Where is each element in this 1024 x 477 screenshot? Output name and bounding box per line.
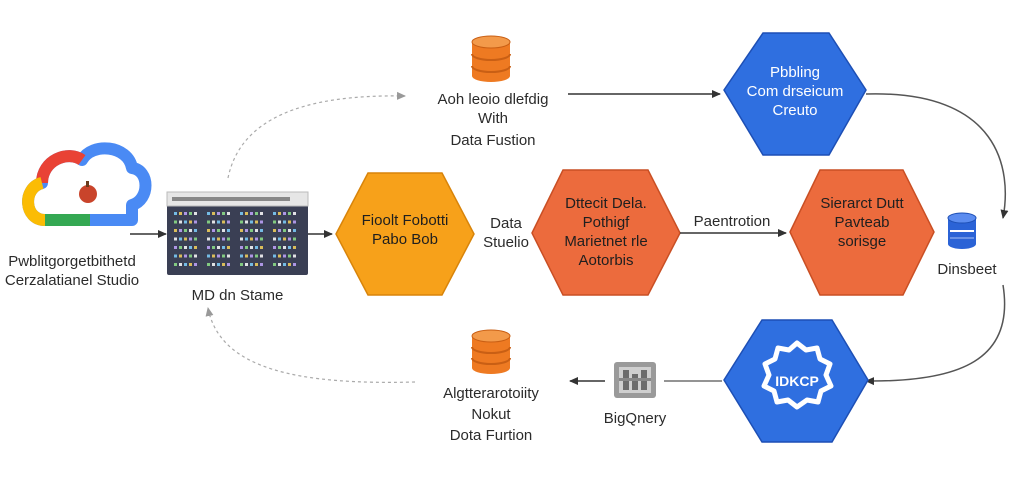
right-hex-line2: Pavteab [834,214,890,231]
bigquery-label: BigQnery [603,410,667,427]
alt-fusion-label: Algtterarotoiity Nokut Dota Furtion [416,384,566,445]
center-hex-line3: Marietnet rle [564,233,648,250]
orange-hex-line2: Pabo Bob [372,231,438,248]
publish-label-line3: Creuto [772,102,818,119]
source-label-line2: Cerzalatianel Studio [4,272,140,289]
database-icon-right [947,212,977,249]
right-hex-line3: sorisge [837,233,887,250]
md-storage-label: MD dn Stame [191,287,284,304]
center-hex-line1: Dttecit Dela. [565,195,647,212]
orange-hex-label: Fioolt Fobotti Pabo Bob [336,211,474,249]
dashed-arc-bottom [205,307,416,383]
publish-hexagon [723,32,867,156]
orange-hexagon [335,172,475,296]
publish-label-line1: Pbbling [769,64,821,81]
arrow-publish-to-database [865,93,1009,219]
right-hex-line1: Sierarct Dutt [820,195,904,212]
publish-label-line2: Com drseicum [746,83,844,100]
center-hex-line2: Pothigf [582,214,630,231]
database-icon-bottom [471,329,511,374]
orange-hex-line1: Fioolt Fobotti [361,212,449,229]
badge-icon [761,340,834,410]
dashed-arc-top [227,91,406,179]
badge-label: IDKCP [775,373,819,389]
right-hexagon [789,169,935,296]
alt-fusion-line3: Dota Furtion [449,427,533,444]
alt-fusion-line2: Nokut [471,406,511,423]
ingest-label-line1: Aoh leoio dlefdig [437,91,549,108]
source-label: Pwblitgorgetbithetd Cerzalatianel Studio [2,252,142,290]
database-icon-top [471,35,511,82]
data-studio-line1: Data [490,215,522,232]
ingest-label: Aoh leoio dlefdig With Data Fustion [418,90,568,150]
source-label-line1: Pwblitgorgetbithetd [8,253,136,270]
center-hex-line4: Aotorbis [578,252,634,269]
md-storage-screen-icon [166,191,309,275]
arrow-database-to-bottom-hex [865,284,1006,386]
partition-label: Paentrotion [693,213,771,230]
cloud-logo-icon [22,142,152,226]
alt-fusion-line1: Algtterarotoiity [443,385,539,402]
publish-label: Pbbling Com drseicum Creuto [724,63,866,120]
center-hex-label: Dttecit Dela. Pothigf Marietnet rle Aoto… [532,194,680,270]
bottom-blue-hexagon [723,319,869,443]
data-studio-label: Data Stuelio [476,214,536,252]
ingest-label-line2: With [478,110,508,127]
data-studio-line2: Stuelio [483,234,529,251]
database-label: Dinsbeet [937,261,997,278]
right-hex-label: Sierarct Dutt Pavteab sorisge [790,194,934,251]
bigquery-icon [614,362,656,398]
ingest-label-line3: Data Fustion [450,132,536,149]
